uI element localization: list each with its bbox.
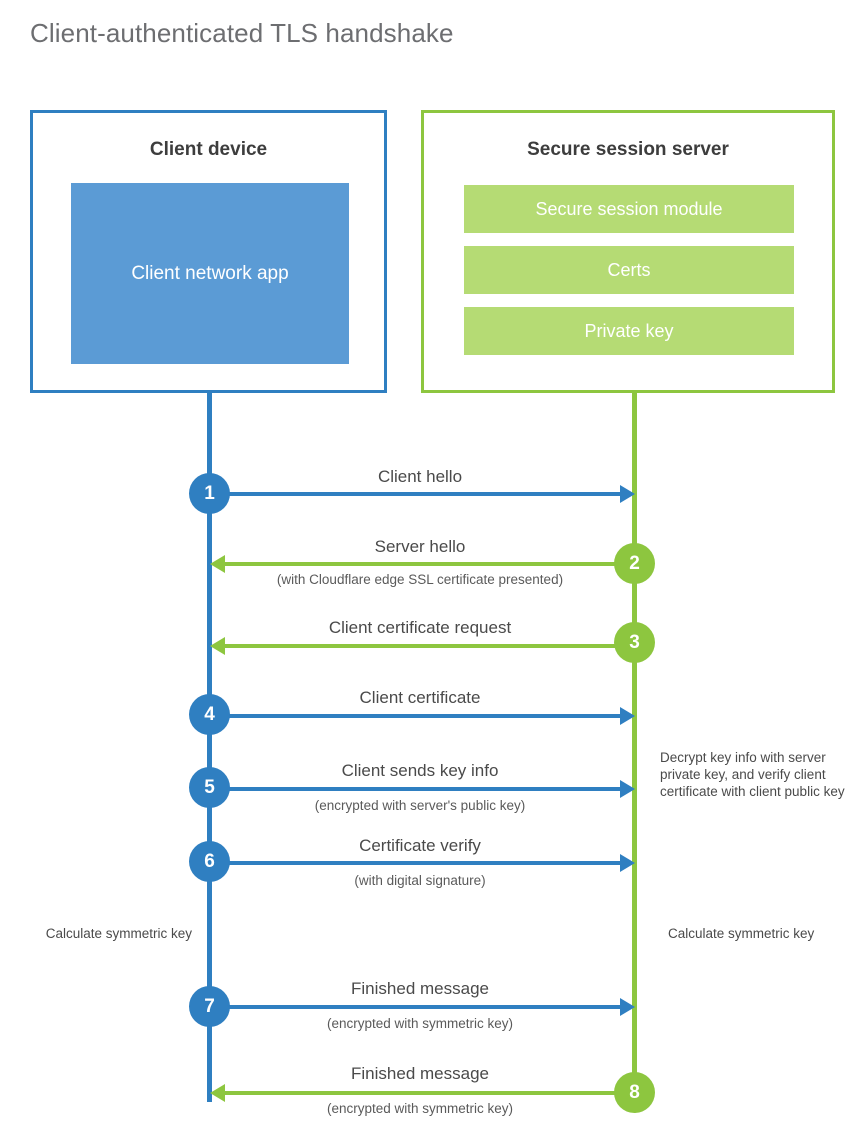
server-item-private-key: Private key (464, 307, 794, 355)
arrow-line-8 (225, 1091, 635, 1095)
server-lifeline (632, 390, 637, 1094)
message-sublabel-6: (with digital signature) (354, 873, 486, 888)
message-label-1: Client hello (377, 467, 463, 486)
message-label-5: Client sends key info (341, 761, 499, 780)
message-sublabel-7: (encrypted with symmetric key) (326, 1016, 514, 1031)
arrow-head-1 (620, 485, 635, 503)
step-circle-4: 4 (189, 694, 230, 735)
client-device-title: Client device (149, 139, 268, 160)
message-sublabel-5: (encrypted with server's public key) (314, 798, 526, 813)
note-client-calculate-symmetric-key: Calculate symmetric key (45, 926, 192, 941)
message-label-4: Client certificate (359, 688, 481, 707)
client-network-app: Client network app (71, 183, 349, 364)
step-circle-8: 8 (614, 1072, 655, 1113)
arrow-head-7 (620, 998, 635, 1016)
server-item-certs: Certs (464, 246, 794, 294)
arrow-line-7 (210, 1005, 620, 1009)
arrow-line-4 (210, 714, 620, 718)
arrow-head-2 (210, 555, 225, 573)
arrow-head-6 (620, 854, 635, 872)
arrow-line-6 (210, 861, 620, 865)
message-label-8: Finished message (351, 1064, 489, 1083)
step-circle-1: 1 (189, 473, 230, 514)
page-title: Client-authenticated TLS handshake (30, 18, 454, 48)
client-device-box: Client device Client network app (30, 110, 387, 393)
note-server-decrypt: Decrypt key info with server private key… (660, 750, 845, 799)
client-lifeline (207, 390, 212, 1102)
secure-session-server-title: Secure session server (527, 139, 729, 160)
arrow-line-2 (225, 562, 635, 566)
arrow-line-5 (210, 787, 620, 791)
server-component-stack: Secure session module Certs Private key (464, 185, 794, 368)
server-item-secure-session-module: Secure session module (464, 185, 794, 233)
arrow-line-1 (210, 492, 620, 496)
arrow-head-3 (210, 637, 225, 655)
message-label-2: Server hello (374, 537, 466, 556)
message-label-7: Finished message (351, 979, 489, 998)
secure-session-server-box: Secure session server Secure session mod… (421, 110, 835, 393)
step-circle-2: 2 (614, 543, 655, 584)
step-circle-7: 7 (189, 986, 230, 1027)
message-sublabel-2: (with Cloudflare edge SSL certificate pr… (276, 572, 564, 587)
message-label-3: Client certificate request (328, 618, 512, 637)
message-sublabel-8: (encrypted with symmetric key) (326, 1101, 514, 1116)
arrow-head-8 (210, 1084, 225, 1102)
arrow-line-3 (225, 644, 635, 648)
arrow-head-5 (620, 780, 635, 798)
note-server-calculate-symmetric-key: Calculate symmetric key (668, 926, 815, 941)
step-circle-5: 5 (189, 767, 230, 808)
arrow-head-4 (620, 707, 635, 725)
step-circle-6: 6 (189, 841, 230, 882)
step-circle-3: 3 (614, 622, 655, 663)
message-label-6: Certificate verify (359, 836, 481, 855)
